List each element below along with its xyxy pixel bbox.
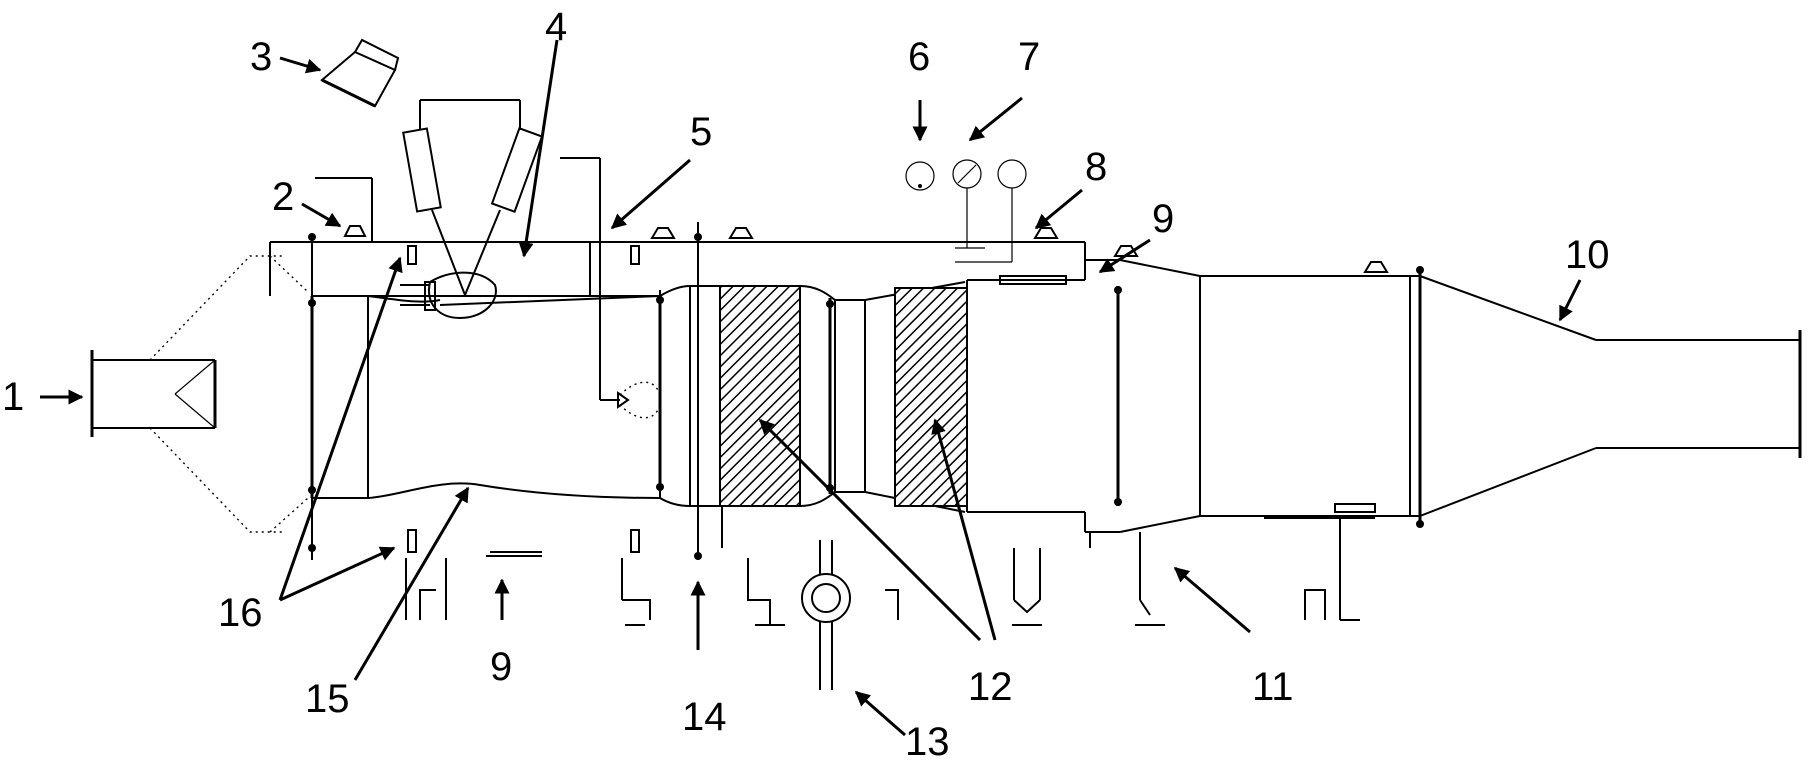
- test-section: [656, 233, 721, 560]
- filter-block-1: [719, 285, 801, 507]
- label-12: 12: [968, 665, 1013, 709]
- inlet-diffuser: [149, 255, 309, 533]
- label-8: 8: [1085, 145, 1107, 189]
- laptop-icon: [320, 38, 400, 108]
- downstream-chamber: [966, 242, 1086, 532]
- label-10: 10: [1565, 233, 1610, 277]
- settling-chamber: [308, 233, 370, 560]
- label-9-top: 9: [1152, 197, 1174, 241]
- exit-nozzle: [1419, 275, 1802, 517]
- filter-block-2: [894, 287, 968, 507]
- label-4: 4: [545, 5, 567, 49]
- label-9-bottom: 9: [490, 645, 512, 689]
- label-6: 6: [908, 35, 930, 79]
- spray-plume: [400, 271, 497, 320]
- contraction-section: [367, 242, 661, 499]
- injection-pipe: [560, 157, 661, 419]
- gauges: [905, 159, 1027, 263]
- camera-rig: [402, 99, 544, 296]
- label-14: 14: [682, 695, 727, 739]
- label-16: 16: [218, 591, 263, 635]
- inlet-pipe: [90, 350, 217, 437]
- top-sensors: [315, 177, 1389, 273]
- label-15: 15: [305, 677, 350, 721]
- outlet-duct: [1085, 259, 1424, 620]
- label-13: 13: [905, 720, 950, 764]
- label-5: 5: [690, 110, 712, 154]
- bottom-supports: [405, 506, 1360, 690]
- label-3: 3: [250, 35, 272, 79]
- label-1: 1: [2, 375, 24, 419]
- label-11: 11: [1252, 665, 1294, 709]
- label-2: 2: [272, 175, 294, 219]
- callout-labels: 1 2 3 4 5 6 7 8 9 10 11 12 13 14 15 16 9: [2, 5, 1610, 764]
- label-7: 7: [1018, 35, 1040, 79]
- leader-arrows: [40, 39, 1582, 737]
